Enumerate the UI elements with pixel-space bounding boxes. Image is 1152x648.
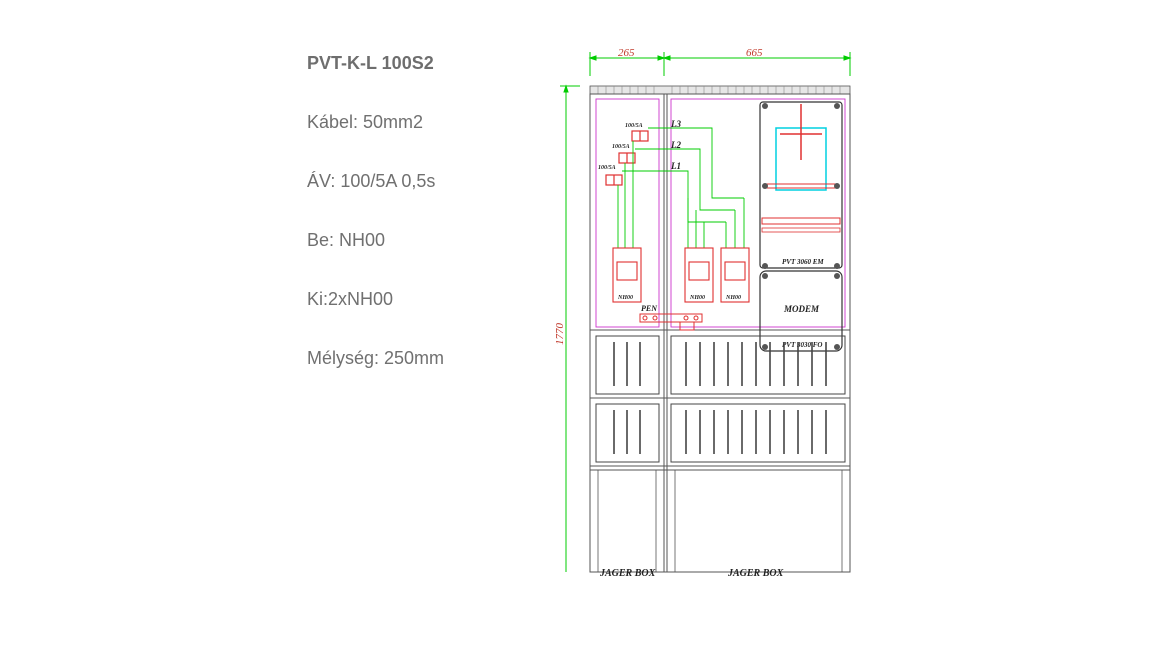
phase-label-l2: L2 xyxy=(670,140,681,150)
ct-label-2: 100/5A xyxy=(612,144,630,150)
fuse-label-2: NH00 xyxy=(689,295,705,301)
grille-slots xyxy=(613,342,827,454)
dim-right-width: 665 xyxy=(746,47,763,59)
current-transformers xyxy=(605,130,649,186)
spec-input: Be: NH00 xyxy=(307,230,386,250)
ct-label-1: 100/5A xyxy=(625,123,643,129)
spec-list: PVT-K-L 100S2 Kábel: 50mm2 ÁV: 100/5A 0,… xyxy=(307,50,537,404)
fuse-switches xyxy=(612,247,750,303)
footer-label-right: JAGER BOX xyxy=(727,568,784,579)
dimension-lines xyxy=(560,52,852,572)
product-title: PVT-K-L 100S2 xyxy=(307,53,434,73)
fuse-label-3: NH00 xyxy=(725,295,741,301)
ct-label-3: 100/5A xyxy=(598,165,616,171)
pen-bar xyxy=(639,313,703,331)
fuse-label-1: NH00 xyxy=(617,295,633,301)
pen-label: PEN xyxy=(641,304,658,313)
spec-current-transformer: ÁV: 100/5A 0,5s xyxy=(307,171,436,191)
dim-height: 1770 xyxy=(554,323,566,346)
wiring xyxy=(617,127,745,248)
spec-output: Ki:2xNH00 xyxy=(307,289,394,309)
mounting-panels xyxy=(595,98,846,328)
top-cap-ticks xyxy=(597,86,841,94)
meter-box xyxy=(759,101,843,269)
footer-label-left: JAGER BOX xyxy=(599,568,656,579)
spec-cable: Kábel: 50mm2 xyxy=(307,112,424,132)
dim-left-width: 265 xyxy=(618,47,635,59)
modem-box xyxy=(759,270,843,352)
phase-label-l1: L1 xyxy=(670,161,681,171)
ventilation-grilles xyxy=(595,335,846,463)
phase-label-l3: L3 xyxy=(670,119,681,129)
modem-box-label: PVT 3030 FO xyxy=(782,341,822,349)
spec-depth: Mélység: 250mm xyxy=(307,348,445,368)
cabinet-base xyxy=(597,470,843,572)
modem-label: MODEM xyxy=(783,304,820,314)
cabinet-frame xyxy=(589,93,851,573)
meter-box-label: PVT 3060 EM xyxy=(782,258,824,266)
